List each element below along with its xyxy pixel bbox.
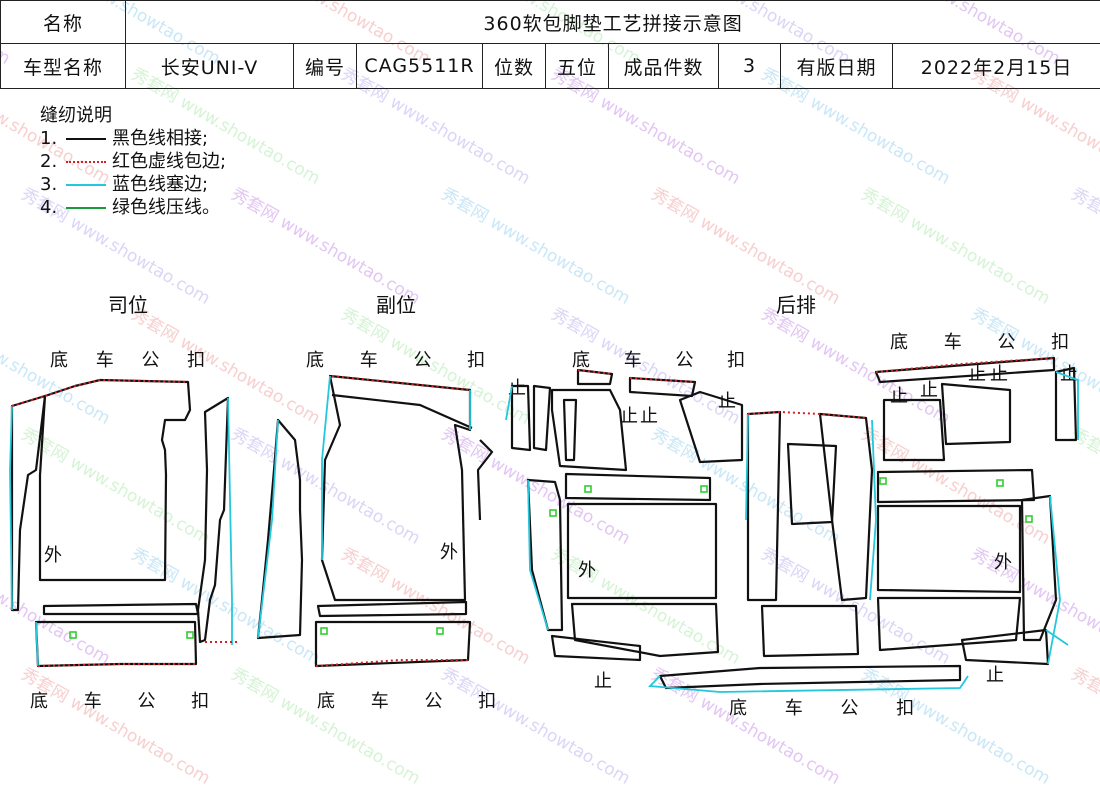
green-press-mark — [880, 478, 886, 484]
rear-left-lower-pad — [572, 604, 718, 656]
rear-left-lower-wedge — [552, 636, 640, 660]
rear-right-side-long — [1022, 496, 1056, 640]
rear-left-side-long — [528, 480, 562, 630]
pattern-pieces — [0, 0, 1100, 734]
rear-right-top-strip — [942, 384, 1010, 444]
rear-top-left-flap — [512, 386, 530, 450]
rear-right-lower-wedge — [962, 630, 1048, 664]
rear-front-inner — [564, 400, 576, 460]
rear-center-right-pillar — [820, 414, 872, 600]
green-press-mark — [550, 510, 556, 516]
rear-center-mid-pad — [762, 606, 858, 656]
rear-top-tab-a — [578, 370, 612, 384]
passenger-center-bar — [318, 602, 466, 616]
driver-main-mat — [40, 380, 190, 580]
green-press-mark — [997, 480, 1003, 486]
rear-right-lower-pad — [878, 598, 1020, 650]
blue-edge — [228, 398, 232, 645]
driver-center-bar — [44, 604, 198, 614]
passenger-left-strip — [258, 420, 302, 638]
green-press-mark — [70, 632, 76, 638]
red-binding-edge — [12, 380, 188, 406]
green-press-mark — [321, 628, 327, 634]
rear-right-inner-box — [884, 400, 944, 460]
green-press-mark — [187, 632, 193, 638]
passenger-main-mat — [322, 376, 470, 600]
blue-edge — [36, 622, 38, 666]
rear-bottom-long-strip — [660, 666, 960, 688]
rear-right-main-mat — [878, 506, 1020, 592]
green-press-mark — [585, 486, 591, 492]
driver-heel-pad — [36, 622, 196, 666]
rear-left-main-mat — [568, 504, 716, 598]
rear-left-frame — [534, 386, 550, 450]
rear-center-left-pillar — [748, 412, 780, 600]
rear-right-band — [878, 470, 1034, 502]
rear-left-band — [566, 474, 710, 500]
driver-right-strip — [198, 398, 228, 642]
green-press-mark — [437, 628, 443, 634]
passenger-right-strip — [478, 440, 492, 520]
green-press-mark — [701, 486, 707, 492]
passenger-top-band — [332, 395, 472, 428]
blue-edge — [1046, 630, 1068, 645]
rear-front-box — [680, 392, 742, 462]
green-press-mark — [1026, 516, 1032, 522]
